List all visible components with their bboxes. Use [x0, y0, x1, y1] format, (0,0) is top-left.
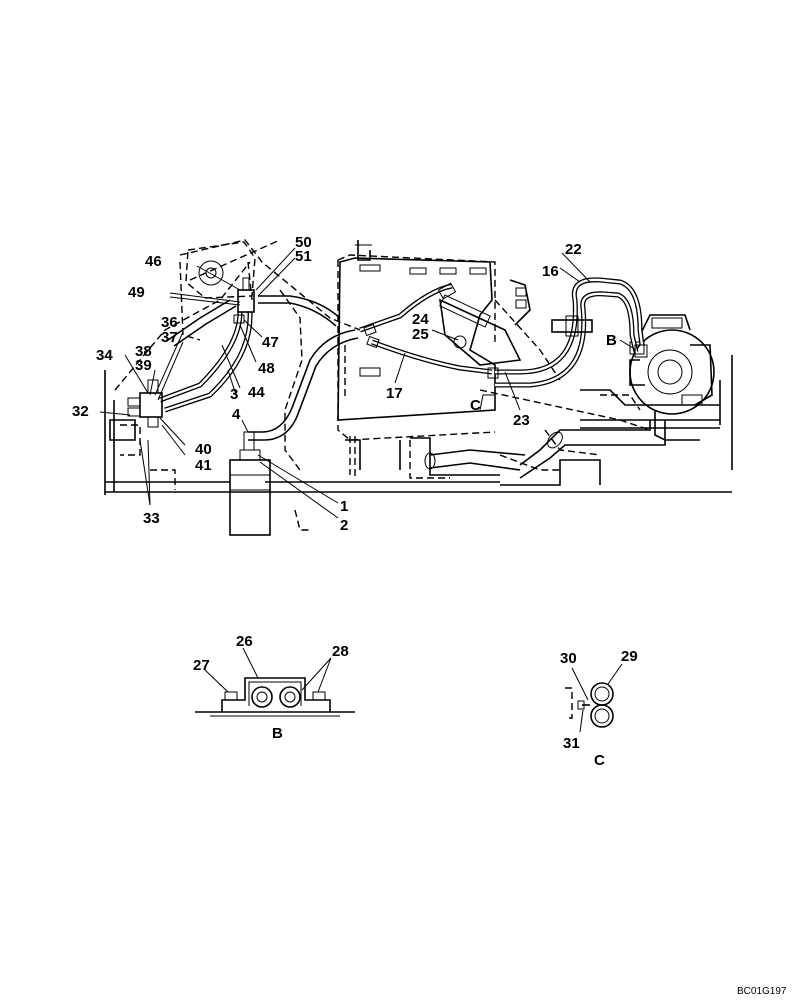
callout-33: 33	[143, 510, 160, 527]
fittings	[109, 277, 648, 441]
view-marker-c: C	[470, 397, 481, 414]
chassis-frame	[104, 355, 733, 495]
callout-38: 38	[135, 343, 152, 360]
detail-view-b: 26 27 28 B	[193, 633, 355, 742]
hose-group	[159, 277, 645, 441]
callout-37: 37	[161, 329, 178, 346]
bracket	[185, 241, 256, 299]
callout-48: 48	[258, 360, 275, 377]
callout-40: 40	[195, 441, 212, 458]
callout-labels: 50 51 46 49 36 37 47 34 38 39 48 3 44 32…	[72, 234, 617, 534]
callout-41: 41	[195, 457, 212, 474]
callout-26: 26	[236, 633, 253, 650]
view-marker-b: B	[606, 332, 617, 349]
callout-29: 29	[621, 648, 638, 665]
drawing-code: BC01G197	[737, 986, 787, 997]
callout-4: 4	[232, 406, 241, 423]
callout-51: 51	[295, 248, 312, 265]
detail-b-caption: B	[272, 725, 283, 742]
callout-30: 30	[560, 650, 577, 667]
filter-canister	[195, 431, 290, 536]
callout-49: 49	[128, 284, 145, 301]
detail-view-c: 30 29 31 C	[560, 648, 638, 769]
callout-44: 44	[248, 384, 265, 401]
callout-27: 27	[193, 657, 210, 674]
callout-25: 25	[412, 326, 429, 343]
callout-16: 16	[542, 263, 559, 280]
callout-32: 32	[72, 403, 89, 420]
callout-34: 34	[96, 347, 113, 364]
callout-36: 36	[161, 314, 178, 331]
callout-23: 23	[513, 412, 530, 429]
section-markers	[479, 394, 494, 411]
callout-31: 31	[563, 735, 580, 752]
callout-39: 39	[135, 357, 152, 374]
callout-24: 24	[412, 311, 429, 328]
callout-1: 1	[340, 498, 348, 515]
callout-22: 22	[565, 241, 582, 258]
detail-c-caption: C	[594, 752, 605, 769]
callout-3: 3	[230, 386, 238, 403]
pump-assembly	[629, 314, 715, 441]
suction-pipe	[424, 420, 666, 479]
main-assembly	[99, 239, 733, 536]
callout-47: 47	[262, 334, 279, 351]
leader-lines	[99, 247, 637, 519]
callout-46: 46	[145, 253, 162, 270]
callout-50: 50	[295, 234, 312, 251]
callout-28: 28	[332, 643, 349, 660]
control-valve-body	[337, 240, 531, 470]
callout-2: 2	[340, 517, 348, 534]
callout-17: 17	[386, 385, 403, 402]
